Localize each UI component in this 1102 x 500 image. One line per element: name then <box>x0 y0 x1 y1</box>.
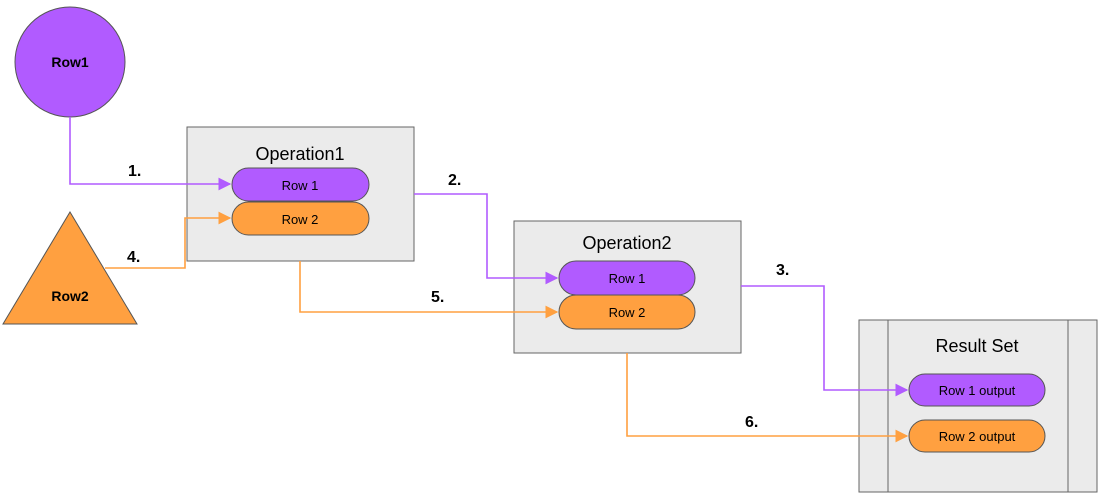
row2-source-node: Row2 <box>2 211 138 325</box>
step-label-4: 4. <box>127 249 140 266</box>
row1-source-label: Row1 <box>51 54 89 70</box>
edge-3-operation2-to-result <box>741 285 909 397</box>
row2-source-label: Row2 <box>51 288 89 304</box>
result-row1-label: Row 1 output <box>939 383 1016 398</box>
result-set-title: Result Set <box>935 336 1018 356</box>
result-row2-pill <box>908 419 1046 453</box>
result-row2-label: Row 2 output <box>939 429 1016 444</box>
edge-6-operation2-to-result <box>626 353 909 443</box>
operation2-title: Operation2 <box>582 233 671 253</box>
operation1-title: Operation1 <box>255 144 344 164</box>
step-label-6: 6. <box>745 414 758 431</box>
edge-2-operation1-to-operation2 <box>414 193 559 285</box>
operation1-box: Operation1 Row 1 Row 2 <box>186 126 415 262</box>
row1-source-node: Row1 <box>14 6 126 118</box>
step-label-3: 3. <box>776 262 789 279</box>
operation2-row2-pill <box>558 294 696 330</box>
edge-4-row2-to-operation1 <box>105 211 232 269</box>
result-row1-pill <box>908 373 1046 407</box>
step-label-5: 5. <box>431 289 444 306</box>
edge-5-operation1-to-operation2 <box>299 261 559 319</box>
operation1-row2-pill <box>231 201 370 236</box>
result-set-box: Result Set Row 1 output Row 2 output <box>858 319 1098 493</box>
operation1-row2-label: Row 2 <box>282 212 319 227</box>
edge-1-row1-to-operation1 <box>69 117 232 191</box>
operation2-row2-label: Row 2 <box>609 305 646 320</box>
operation1-row1-pill <box>231 167 370 202</box>
operation2-row1-label: Row 1 <box>609 271 646 286</box>
step-label-1: 1. <box>128 163 141 180</box>
operation2-box: Operation2 Row 1 Row 2 <box>513 220 742 354</box>
step-label-2: 2. <box>448 172 461 189</box>
operation1-row1-label: Row 1 <box>282 178 319 193</box>
